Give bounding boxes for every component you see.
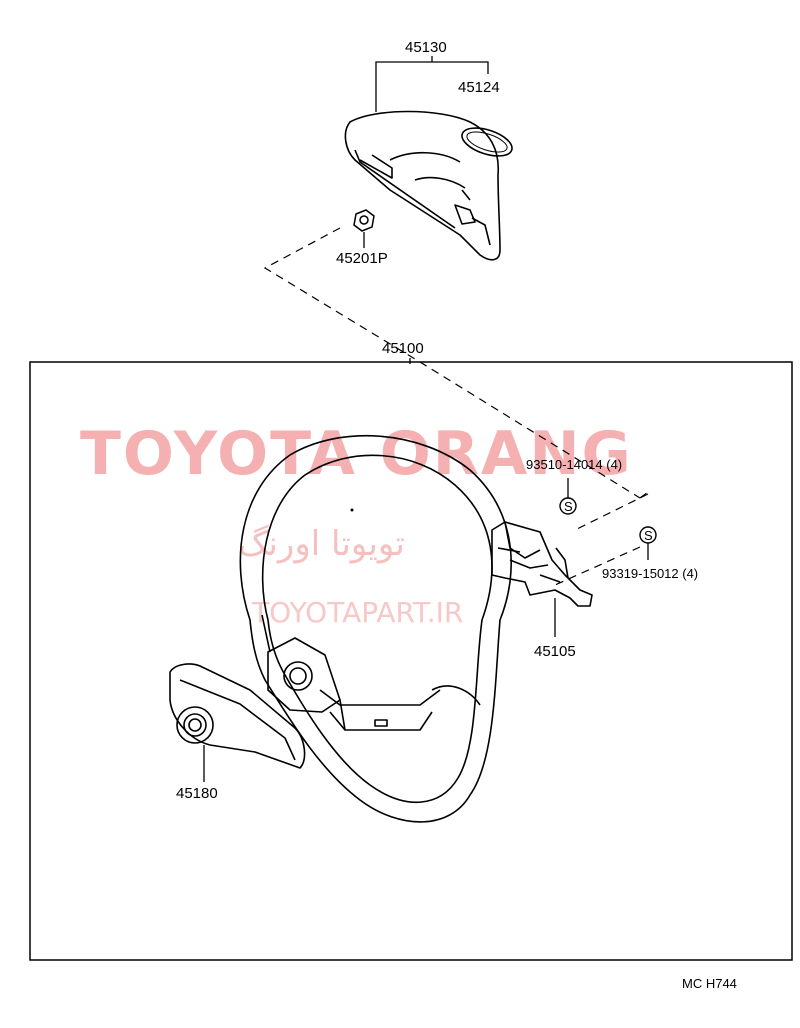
watermark-url: TOYOTAPART.IR bbox=[251, 596, 463, 629]
svg-text:S: S bbox=[564, 499, 573, 514]
screw-symbol-93510: S bbox=[559, 478, 577, 515]
label-93510: 93510-14014 (4) bbox=[526, 457, 622, 472]
horn-pad-45130 bbox=[344, 110, 501, 261]
label-45100: 45100 bbox=[382, 340, 424, 357]
wheel-dot bbox=[350, 508, 354, 512]
nut-45201p bbox=[353, 209, 375, 232]
label-45130: 45130 bbox=[405, 39, 447, 56]
bracket-45105 bbox=[491, 521, 593, 607]
screw-symbol-93319: S bbox=[639, 526, 657, 560]
watermark-brand: TOYOTA ORANG bbox=[80, 419, 633, 489]
label-45201p: 45201P bbox=[336, 250, 388, 267]
leaders-top bbox=[363, 56, 489, 248]
svg-text:S: S bbox=[644, 528, 653, 543]
steering-wheel-45100 bbox=[239, 435, 512, 823]
label-45105: 45105 bbox=[534, 643, 576, 660]
lower-cover-45180 bbox=[169, 663, 306, 769]
label-45180: 45180 bbox=[176, 785, 218, 802]
diagram-code: MC H744 bbox=[682, 976, 737, 991]
emblem-inner bbox=[466, 131, 508, 153]
label-93319: 93319-15012 (4) bbox=[602, 566, 698, 581]
label-45124: 45124 bbox=[458, 79, 500, 96]
assembly-frame bbox=[29, 361, 793, 961]
emblem-45124 bbox=[461, 127, 513, 157]
